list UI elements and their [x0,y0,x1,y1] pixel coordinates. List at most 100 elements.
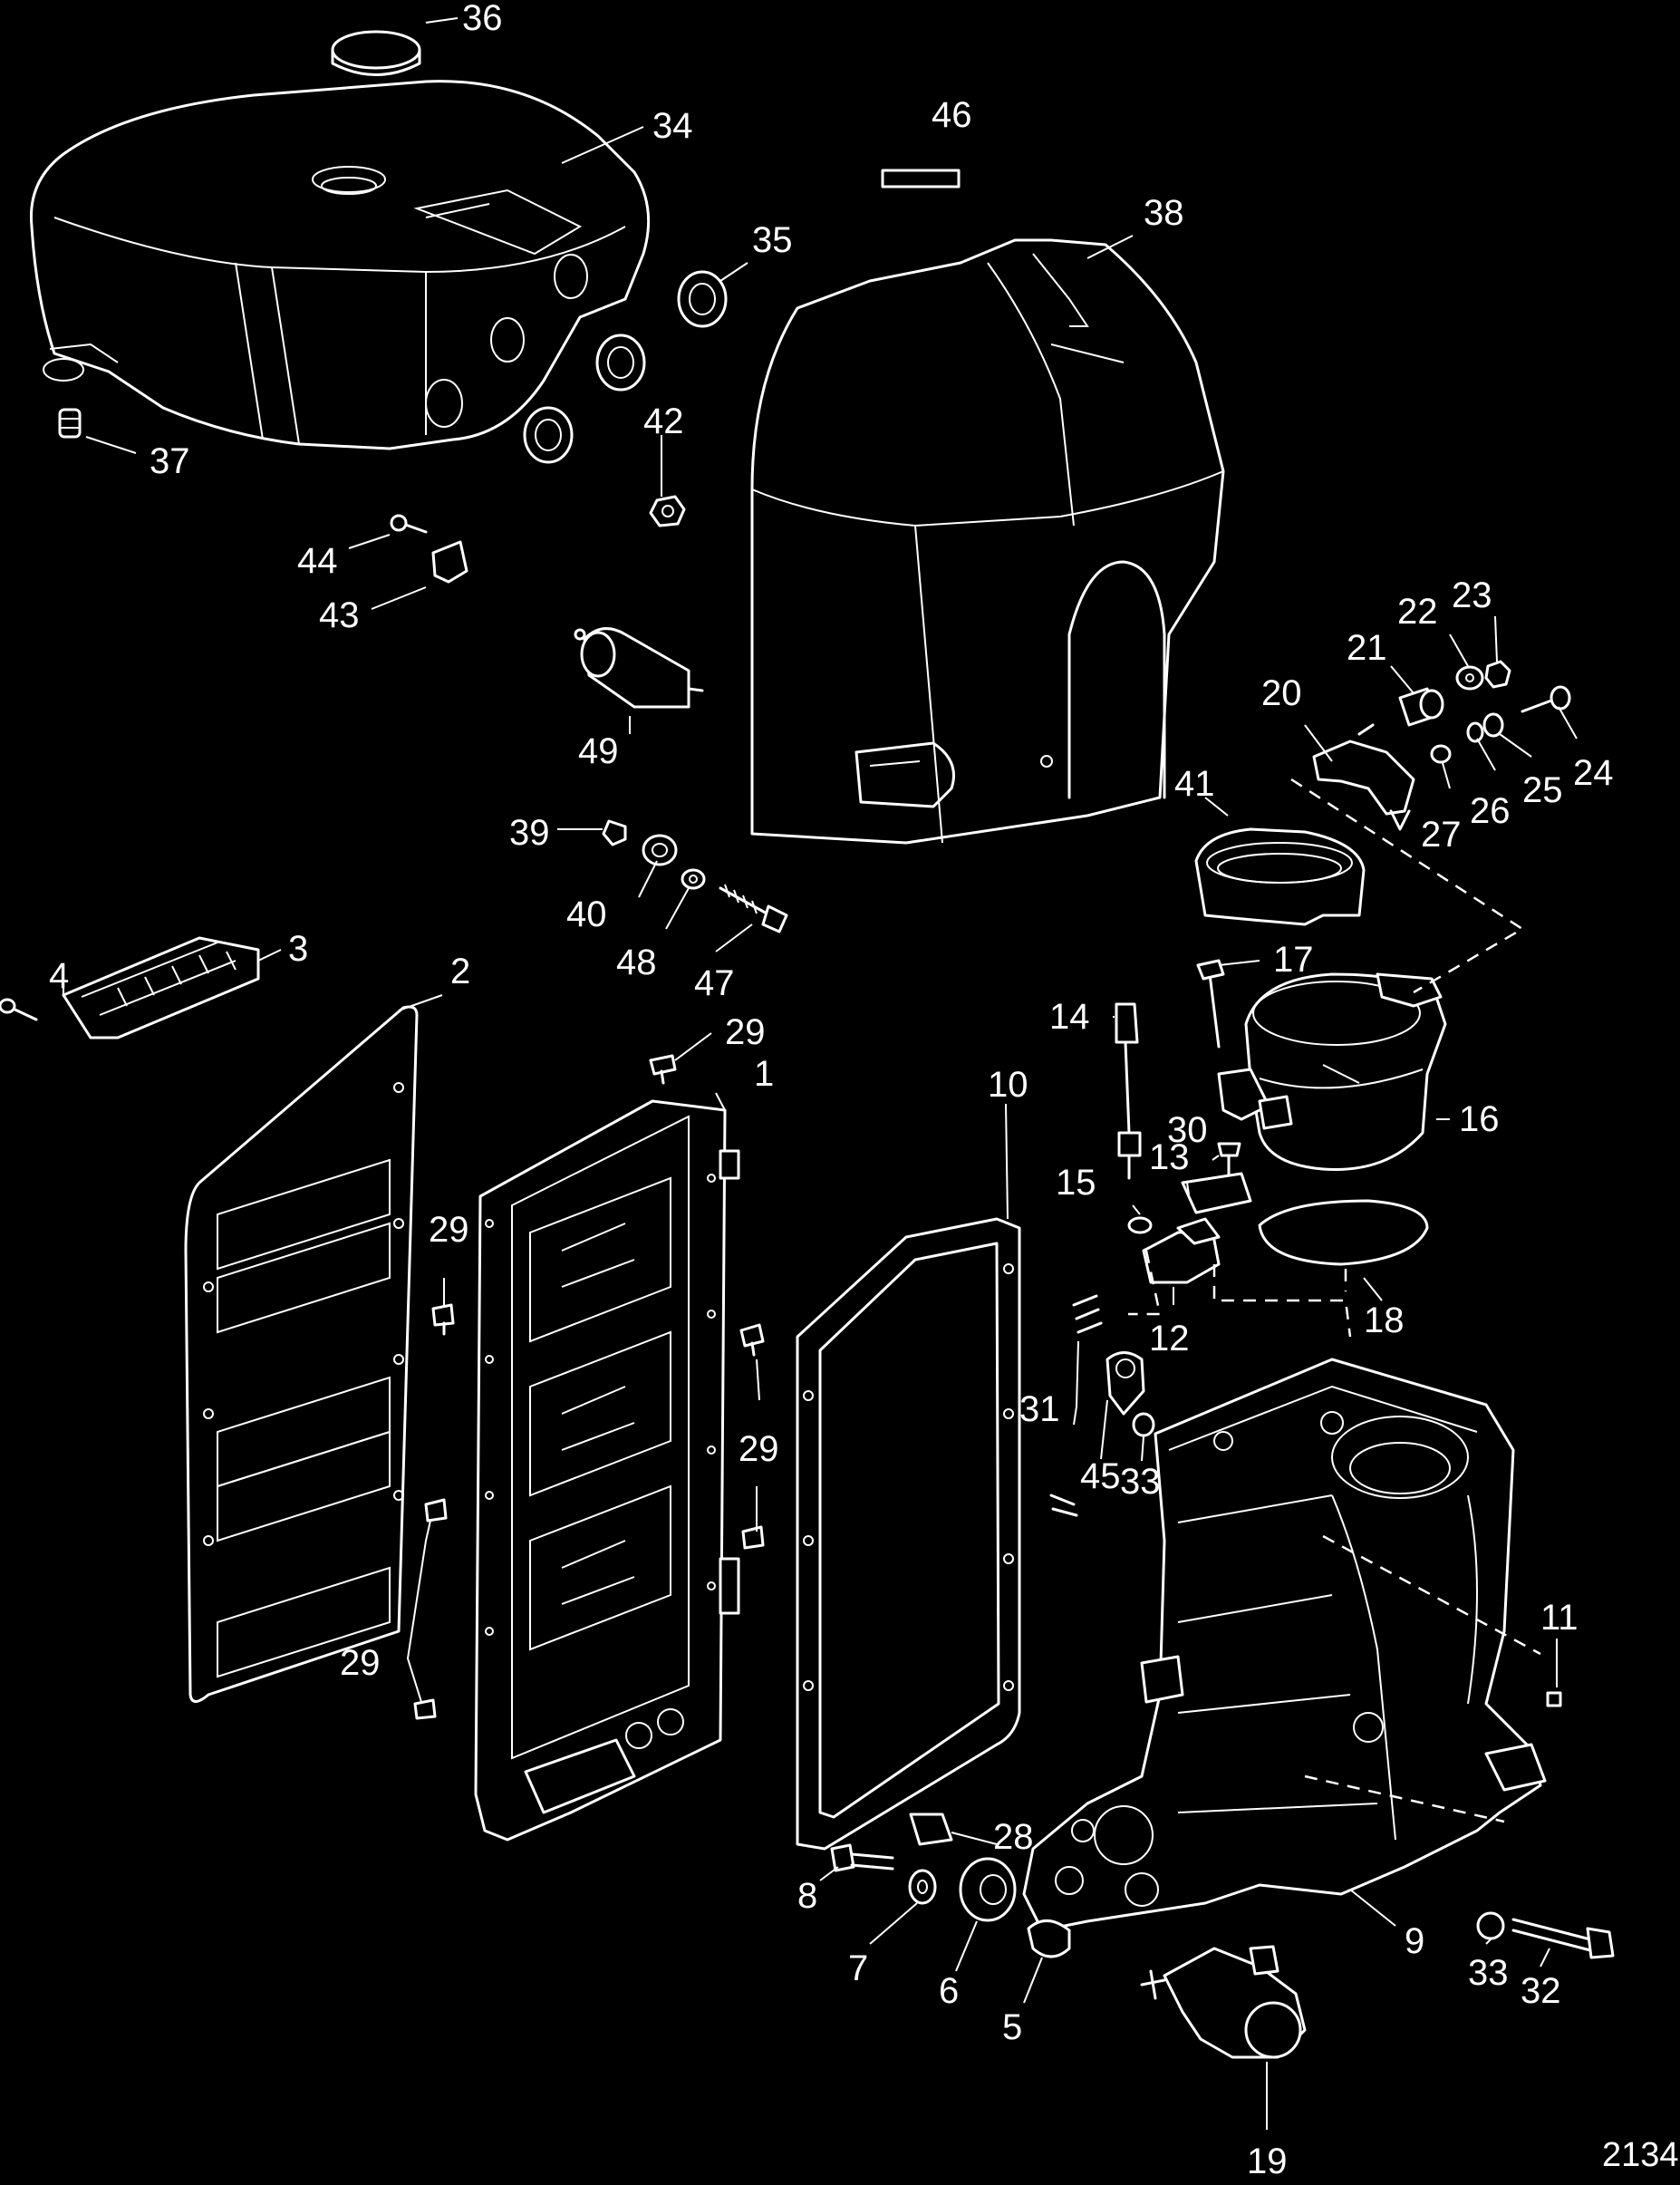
part-31-hose-clip [1049,1294,1103,1517]
part-30-screw [1217,1142,1241,1180]
part-29-screw-c [739,1323,765,1357]
part-26-washer [1466,721,1484,743]
callout-2: 2 [450,952,470,991]
callout-18: 18 [1364,1300,1405,1340]
callout-29-left: 29 [429,1210,469,1250]
part-47-bolt [719,884,788,933]
part-48-washer [681,868,706,890]
part-25-washer [1482,712,1504,738]
part-36-cap [331,30,421,76]
part-9-plenum [1022,1358,1547,1932]
part-16-throttle-body [1217,972,1447,1171]
part-28-clip [909,1813,953,1846]
part-29-screw-a [649,1054,677,1085]
callout-39: 39 [509,813,550,853]
part-17-screw [1196,959,1225,1049]
callout-26: 26 [1470,791,1511,831]
callout-23: 23 [1452,575,1492,615]
callout-19: 19 [1247,2141,1288,2181]
part-43-clip [431,540,468,584]
part-6-grommet [959,1857,1017,1922]
part-10-gasket [796,1217,1021,1851]
plenum-dashed-line-lower [1304,1774,1505,1823]
part-45-clamp [1106,1351,1145,1416]
callout-25: 25 [1522,770,1563,810]
callout-1: 1 [754,1054,774,1094]
callout-47: 47 [694,963,735,1003]
callout-24: 24 [1573,753,1614,793]
part-12-sensor [1142,1217,1221,1284]
leader-lines [63,17,1578,2130]
callout-3: 3 [288,929,308,969]
part-49-fitting [574,627,704,709]
part-8-bolt [830,1843,894,1872]
callout-32: 32 [1521,1971,1561,2011]
part-15-o-ring [1127,1216,1153,1234]
part-11-screw [1546,1691,1562,1707]
throttle-link-dashed-line [1290,778,1525,994]
part-38-cowl [750,238,1225,845]
callout-42: 42 [643,401,684,441]
callout-4: 4 [49,956,69,996]
callout-20: 20 [1261,673,1302,713]
part-19-actuator [1140,1945,1307,2059]
callout-8: 8 [797,1876,817,1916]
part-2-gasket [184,1005,419,1703]
part-24-bolt [1521,685,1571,713]
part-5-cap [1027,1919,1071,1958]
callout-12: 12 [1149,1319,1190,1358]
part-41-seal-ring [1194,827,1366,926]
callout-41: 41 [1174,764,1215,804]
part-33-washer-b [1476,1911,1505,1940]
part-29-screw-b [431,1303,455,1336]
callout-49: 49 [578,731,619,771]
callout-5: 5 [1002,2007,1022,2047]
part-27-washer [1430,744,1452,764]
callout-16: 16 [1459,1099,1500,1139]
callout-22: 22 [1397,592,1438,632]
sensor-dashed-lines [1128,1250,1352,1338]
callout-27: 27 [1421,815,1462,855]
callout-38: 38 [1144,193,1184,233]
callout-44: 44 [297,541,338,581]
part-22-washer [1455,665,1484,691]
part-37-grommet [58,408,82,439]
callout-15: 15 [1056,1163,1096,1203]
callout-29-right: 29 [739,1429,779,1469]
callout-30: 30 [1167,1110,1208,1150]
part-4-screw [0,998,38,1021]
callout-31: 31 [1019,1389,1060,1429]
callout-37: 37 [150,441,190,481]
part-7-washer [908,1869,937,1905]
callout-7: 7 [848,1948,868,1988]
part-33-washer-a [1132,1412,1155,1437]
callout-14: 14 [1049,997,1090,1037]
callout-17: 17 [1273,940,1314,980]
callout-34: 34 [652,106,693,146]
callout-29-top: 29 [725,1012,766,1052]
part-3-reed-block [62,936,260,1039]
callout-45: 45 [1080,1456,1121,1496]
callout-labels: 36 34 46 38 35 37 42 44 43 49 39 40 48 4… [49,0,1679,2181]
part-46-decal [881,169,961,189]
part-40-bushing [642,834,678,866]
callout-40: 40 [566,894,607,934]
figure-number: 2134 [1602,2136,1679,2174]
part-35-grommets [523,270,728,464]
part-29-screw-d [413,1498,765,1720]
part-13-bracket [1181,1172,1252,1214]
callout-21: 21 [1347,628,1387,668]
callout-9: 9 [1405,1921,1424,1961]
callout-35: 35 [752,220,793,260]
part-18-gasket [1258,1199,1429,1266]
callout-48: 48 [616,943,657,982]
part-23-nut [1484,660,1511,689]
callout-33-upper: 33 [1120,1462,1161,1502]
part-42-nut [649,495,686,527]
callout-6: 6 [939,1971,959,2011]
callout-13: 13 [1149,1137,1190,1177]
callout-29-bottom: 29 [340,1643,381,1683]
callout-11: 11 [1540,1598,1579,1638]
part-32-bolt [1511,1918,1615,1959]
